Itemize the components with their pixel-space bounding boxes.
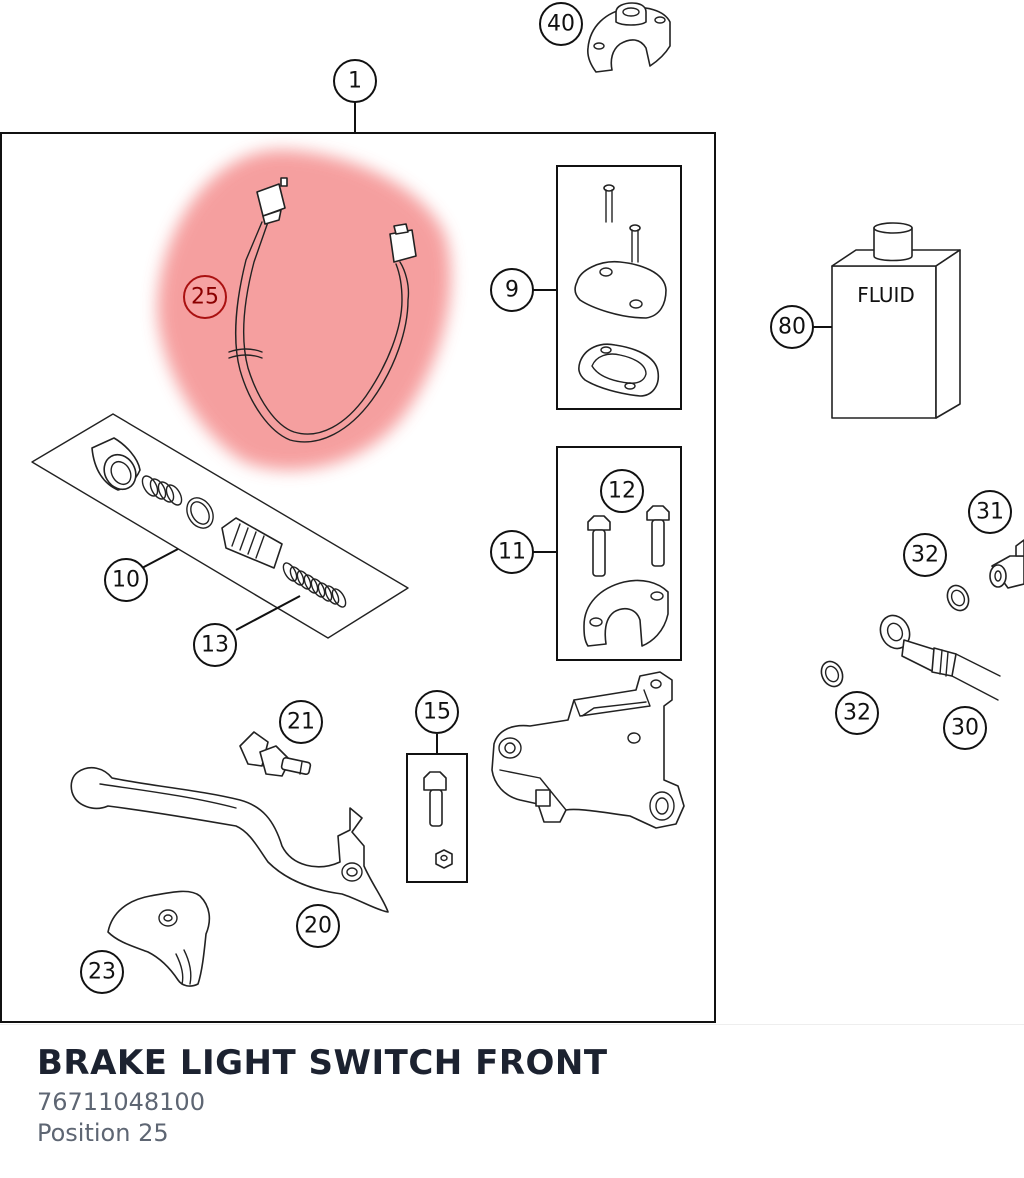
part-21-adjuster-screw[interactable] [239, 731, 312, 777]
fluid-label: FLUID [857, 283, 915, 307]
svg-text:13: 13 [201, 633, 229, 658]
part-31-banjo-bolt[interactable] [989, 539, 1024, 589]
part-number: 76711048100 [37, 1088, 205, 1116]
svg-text:31: 31 [976, 500, 1004, 525]
part-30-brake-hose[interactable] [875, 611, 1001, 701]
callout-30[interactable]: 30 [943, 706, 987, 750]
svg-text:32: 32 [843, 701, 871, 726]
exploded-parts-diagram: FLUID 1 40 25 9 80 12 11 31 32 10 13 32 … [0, 2, 1024, 1023]
part-20-hand-lever[interactable] [70, 766, 389, 913]
part-25-brake-light-switch[interactable] [228, 177, 417, 443]
callout-12[interactable]: 12 [600, 469, 644, 513]
svg-text:25: 25 [191, 285, 219, 310]
callout-25[interactable]: 25 [183, 275, 227, 319]
callout-10[interactable]: 10 [104, 558, 148, 602]
svg-text:32: 32 [911, 543, 939, 568]
svg-text:20: 20 [304, 914, 332, 939]
part-40-clamp[interactable] [587, 2, 671, 73]
svg-text:10: 10 [112, 568, 140, 593]
callout-40[interactable]: 40 [539, 2, 583, 46]
part-position: Position 25 [37, 1119, 169, 1147]
callout-1[interactable]: 1 [333, 59, 377, 103]
callout-23[interactable]: 23 [80, 950, 124, 994]
callout-9[interactable]: 9 [490, 268, 534, 312]
part-11-frame [556, 446, 682, 661]
leader-line-10 [141, 548, 179, 569]
callout-80[interactable]: 80 [770, 305, 814, 349]
svg-text:12: 12 [608, 479, 636, 504]
callout-20[interactable]: 20 [296, 904, 340, 948]
svg-text:23: 23 [88, 960, 116, 985]
svg-text:15: 15 [423, 700, 451, 725]
part-9-reservoir-cover-kit[interactable] [574, 184, 667, 397]
callout-31[interactable]: 31 [968, 490, 1012, 534]
svg-text:1: 1 [348, 69, 362, 94]
svg-text:11: 11 [498, 540, 526, 565]
part-32-sealing-washer-upper[interactable] [943, 582, 972, 614]
callout-32-lower[interactable]: 32 [835, 691, 879, 735]
svg-text:30: 30 [951, 716, 979, 741]
svg-text:80: 80 [778, 315, 806, 340]
svg-text:40: 40 [547, 12, 575, 37]
svg-text:21: 21 [287, 710, 315, 735]
part-title: BRAKE LIGHT SWITCH FRONT [37, 1043, 608, 1083]
part-23-lever-protector[interactable] [107, 890, 211, 987]
callout-32-upper[interactable]: 32 [903, 533, 947, 577]
part-11-handlebar-clamp-kit[interactable] [583, 505, 670, 647]
part-32-sealing-washer-lower[interactable] [817, 658, 846, 690]
part-15-screw-and-nut[interactable] [423, 771, 453, 869]
master-cylinder-body[interactable] [491, 671, 685, 829]
part-80-brake-fluid-bottle[interactable]: FLUID [831, 222, 961, 419]
callout-11[interactable]: 11 [490, 530, 534, 574]
highlight-region-25 [157, 149, 451, 470]
assembly-frame [0, 132, 716, 1023]
svg-text:9: 9 [505, 278, 519, 303]
callout-21[interactable]: 21 [279, 700, 323, 744]
callout-13[interactable]: 13 [193, 623, 237, 667]
part-10-piston-kit[interactable] [31, 413, 409, 639]
part-caption: BRAKE LIGHT SWITCH FRONT 76711048100 Pos… [0, 1024, 1024, 1178]
part-9-frame [556, 165, 682, 410]
leader-line-13 [235, 595, 301, 631]
callout-15[interactable]: 15 [415, 690, 459, 734]
